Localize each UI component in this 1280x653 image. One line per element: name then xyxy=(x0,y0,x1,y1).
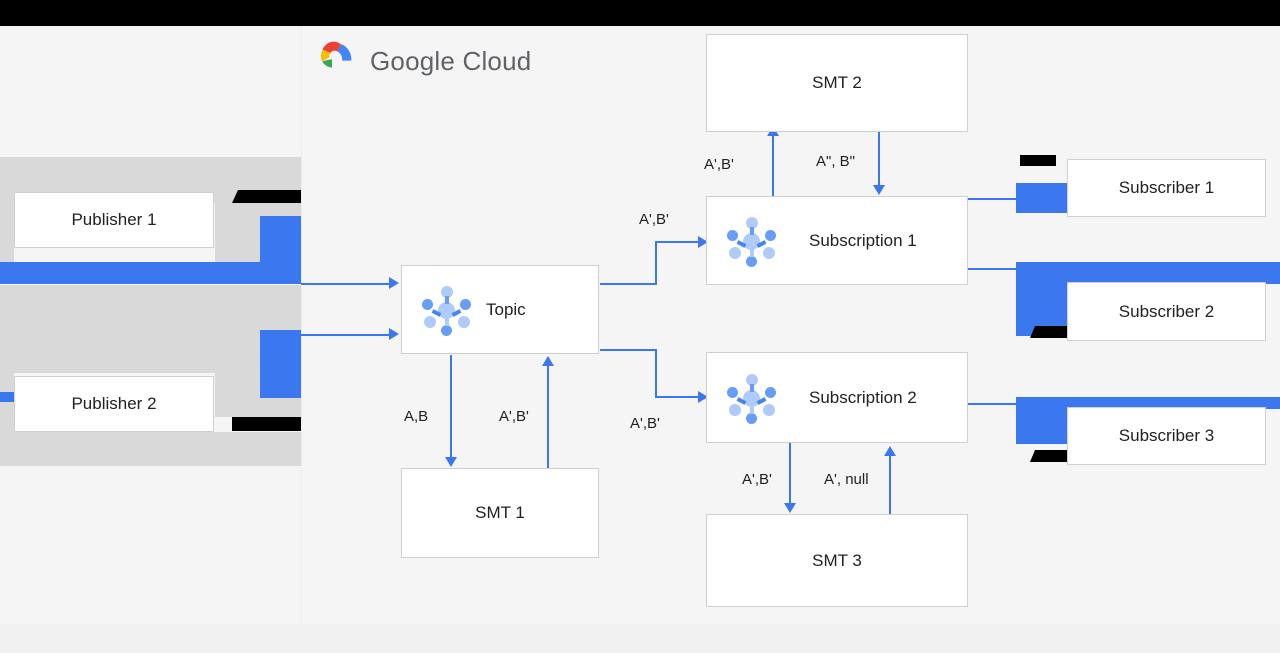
logo-text-cloud: Cloud xyxy=(462,46,532,76)
node-label: SMT 3 xyxy=(812,550,862,570)
artifact-blue-block xyxy=(260,216,301,284)
edge-smt3-sub2 xyxy=(889,453,891,515)
node-label: SMT 1 xyxy=(475,503,525,522)
artifact-gray-band xyxy=(0,373,14,387)
top-black-bar xyxy=(0,0,1280,26)
artifact-black-bar xyxy=(1030,450,1068,462)
edge-label-sub1-smt2: A',B' xyxy=(704,156,734,173)
artifact-blue-block xyxy=(1016,397,1280,409)
arrowhead xyxy=(698,236,708,248)
node-publisher2[interactable]: Publisher 2 xyxy=(14,376,214,432)
edge-topic-sub1-h2 xyxy=(655,241,702,243)
artifact-black-bar xyxy=(1020,155,1056,166)
edge-sub2-subscriber3 xyxy=(968,403,1068,405)
arrowhead xyxy=(389,328,399,340)
artifact-blue-block xyxy=(1016,262,1280,284)
edge-sub1-smt2 xyxy=(772,133,774,197)
node-label: Subscription 1 xyxy=(809,230,917,250)
artifact-black-bar xyxy=(1030,326,1068,338)
edge-label-sub2-smt3: A',B' xyxy=(742,471,772,488)
edge-label-topic-smt1: A,B xyxy=(404,408,429,425)
edge-topic-sub2-h2 xyxy=(655,396,702,398)
node-label: Subscription 2 xyxy=(809,387,917,407)
node-subscriber1[interactable]: Subscriber 1 xyxy=(1067,159,1266,217)
node-subscriber2[interactable]: Subscriber 2 xyxy=(1067,282,1266,341)
edge-label-smt3-sub2: A', null xyxy=(824,471,869,488)
node-label: Subscriber 1 xyxy=(1118,178,1215,197)
arrowhead xyxy=(873,185,885,195)
node-smt1[interactable]: SMT 1 xyxy=(401,468,599,558)
pubsub-icon xyxy=(420,284,472,336)
artifact-gray-band xyxy=(0,203,14,265)
edge-smt1-topic xyxy=(547,363,549,468)
arrowhead xyxy=(698,391,708,403)
node-label: Subscriber 2 xyxy=(1118,301,1215,321)
edge-sub1-subscriber1 xyxy=(968,198,1068,200)
node-subscriber3[interactable]: Subscriber 3 xyxy=(1067,407,1266,465)
node-publisher1[interactable]: Publisher 1 xyxy=(14,192,214,248)
bottom-band xyxy=(0,624,1280,653)
artifact-blue-block xyxy=(0,392,14,402)
node-label: Publisher 1 xyxy=(71,210,157,229)
artifact-blue-block xyxy=(1016,262,1074,336)
artifact-black-bar xyxy=(232,190,301,203)
edge-sub2-smt3 xyxy=(789,443,791,506)
node-label: Topic xyxy=(486,299,526,319)
node-smt2[interactable]: SMT 2 xyxy=(706,34,968,132)
node-label: SMT 2 xyxy=(812,73,862,92)
pubsub-icon xyxy=(725,215,777,267)
arrowhead xyxy=(884,446,896,456)
edge-publisher2-topic xyxy=(301,334,391,336)
arrowhead xyxy=(389,277,399,289)
google-cloud-wordmark: Google Cloud xyxy=(370,46,531,77)
artifact-blue-block xyxy=(0,262,260,284)
edge-label-topic-sub2: A',B' xyxy=(630,415,660,432)
node-subscription1[interactable]: Subscription 1 xyxy=(706,196,968,285)
node-smt3[interactable]: SMT 3 xyxy=(706,514,968,607)
artifact-black-bar xyxy=(232,417,301,431)
logo-text-google: Google xyxy=(370,46,456,76)
edge-label-topic-sub1: A',B' xyxy=(639,211,669,228)
google-cloud-logo-icon xyxy=(310,40,356,83)
node-label: Subscriber 3 xyxy=(1118,426,1215,445)
arrowhead xyxy=(445,457,457,467)
pubsub-icon xyxy=(725,372,777,424)
arrowhead xyxy=(542,356,554,366)
edge-topic-sub1-h1 xyxy=(600,283,657,285)
node-label: Publisher 2 xyxy=(71,394,157,413)
edge-smt2-sub1 xyxy=(878,130,880,188)
edge-topic-smt1 xyxy=(450,355,452,460)
edge-publisher1-topic xyxy=(301,283,391,285)
edge-label-smt1-topic: A',B' xyxy=(499,408,529,425)
edge-label-smt2-sub1: A", B" xyxy=(816,153,855,170)
artifact-blue-block xyxy=(260,330,301,398)
edge-topic-sub2-v xyxy=(655,349,657,397)
edge-sub1-subscriber2 xyxy=(968,268,1068,270)
edge-topic-sub2-h1 xyxy=(600,349,657,351)
node-topic[interactable]: Topic xyxy=(401,265,599,354)
google-cloud-branding: Google Cloud xyxy=(310,40,531,83)
node-subscription2[interactable]: Subscription 2 xyxy=(706,352,968,443)
artifact-gray-band xyxy=(0,432,301,466)
artifact-gray-band xyxy=(0,285,301,373)
edge-topic-sub1-v xyxy=(655,241,657,285)
panel-divider-left xyxy=(301,26,302,624)
arrowhead xyxy=(784,503,796,513)
